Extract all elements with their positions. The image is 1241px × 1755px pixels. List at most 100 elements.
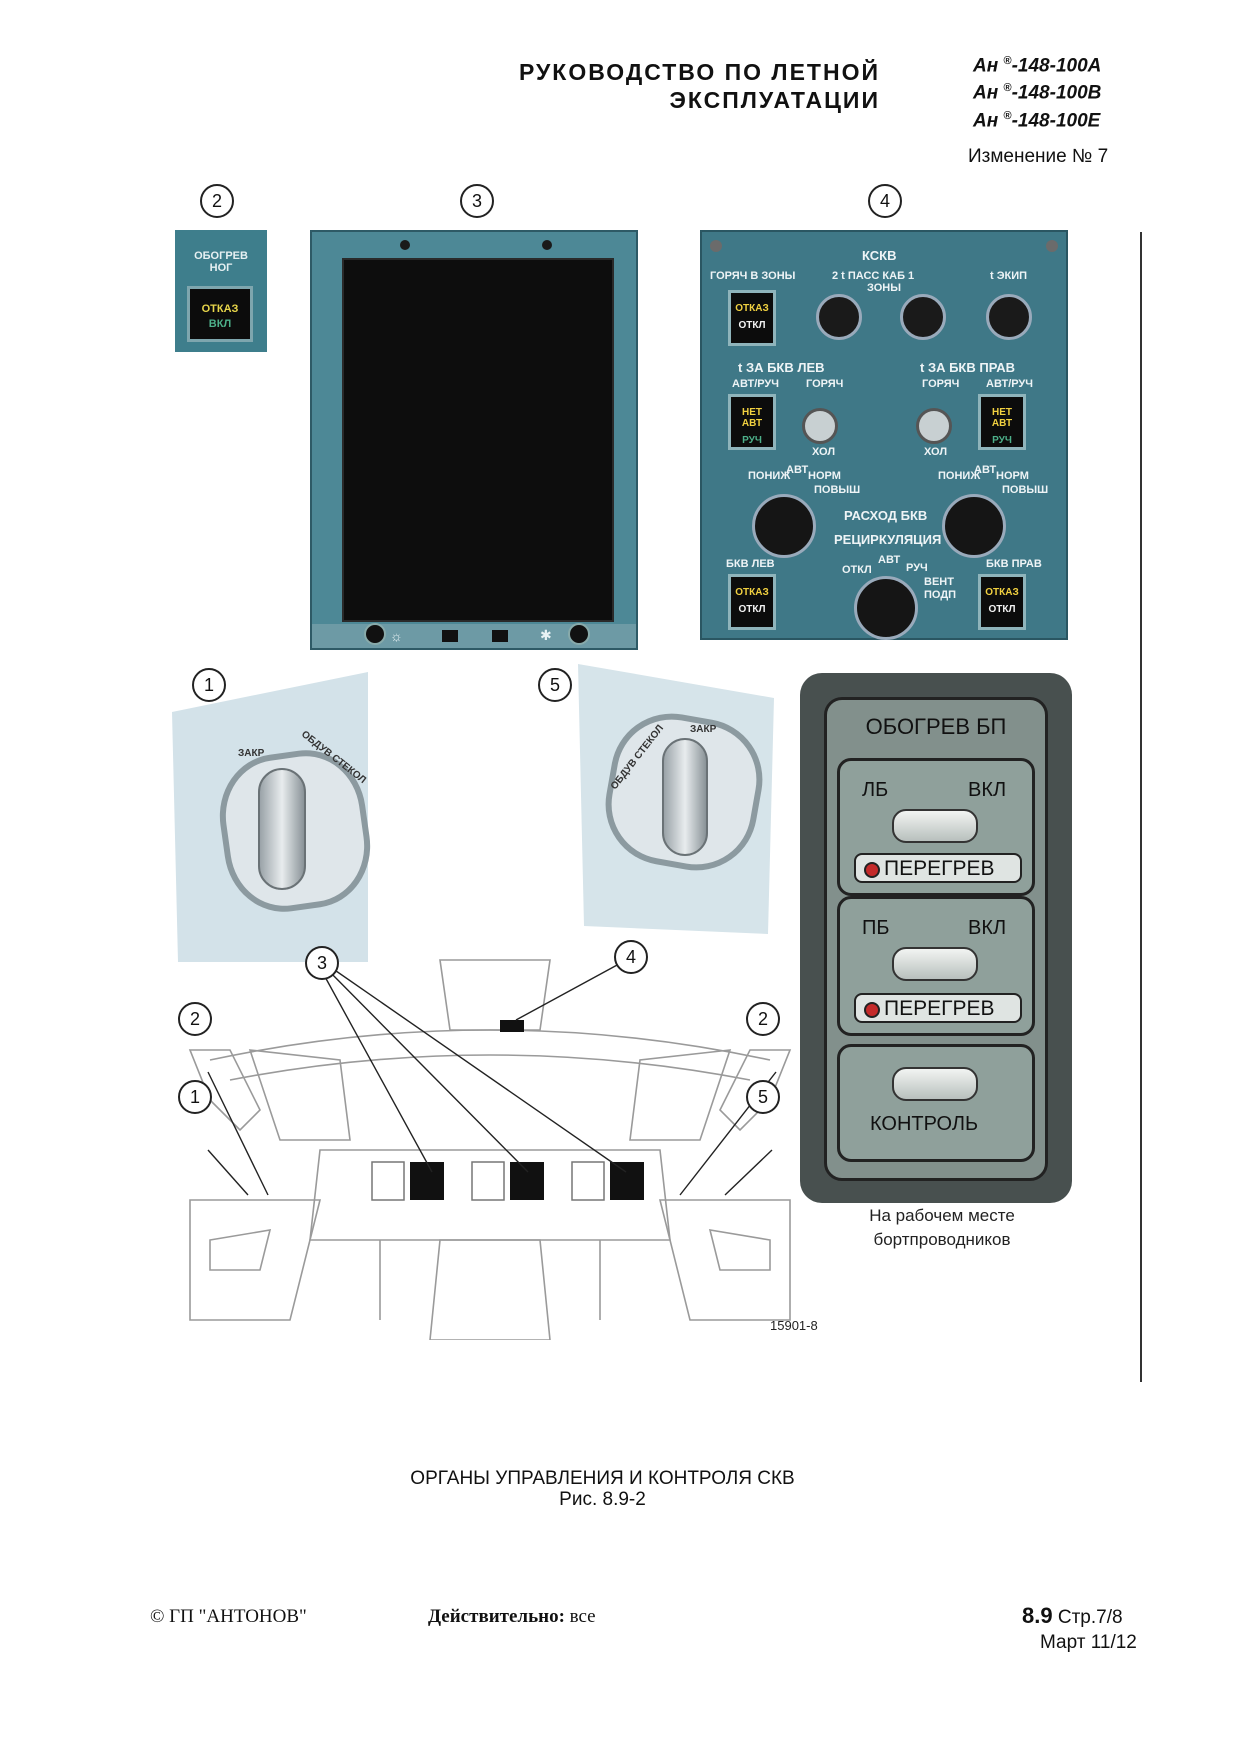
hot-label: ГОРЯЧ [806,378,844,390]
screw-icon [1046,240,1058,252]
bkv-right-switch[interactable]: ОТКАЗ ОТКЛ [978,574,1026,630]
control-label: КОНТРОЛЬ [870,1113,979,1135]
auto-label: АВТ [786,464,809,476]
screw-icon [542,240,552,250]
cold-label: ХОЛ [924,446,948,458]
manual-label: РУЧ [906,562,928,574]
display-unit: ☼ ✱ [310,230,638,650]
nose-heat-panel: ОБОГРЕВ НОГ ОТКАЗ ВКЛ [175,230,267,352]
valve-5-closed-label: ЗАКР [690,724,717,735]
zones-label: ЗОНЫ [867,282,902,294]
lb-overheat-indicator: ПЕРЕГРЕВ [854,853,1022,883]
crew-temp-knob[interactable] [986,294,1032,340]
kskv-panel: КСКВ ГОРЯЧ В ЗОНЫ 2 t ПАСС КАБ 1 ЗОНЫ t … [700,230,1068,640]
bkv-right-label: БКВ ПРАВ [986,558,1042,570]
up-button[interactable] [492,630,508,642]
document-title: РУКОВОДСТВО ПО ЛЕТНОЙ ЭКСПЛУАТАЦИИ [460,58,880,114]
figure-number: 15901-8 [770,1318,818,1333]
lb-label: ЛБ [862,779,889,801]
on-label: ВКЛ [968,917,1007,939]
switch-on-label: ВКЛ [208,318,232,330]
zone1-temp-knob[interactable] [900,294,946,340]
figure-caption-title: ОРГАНЫ УПРАВЛЕНИЯ И КОНТРОЛЯ СКВ [410,1468,795,1489]
zone2-temp-knob[interactable] [816,294,862,340]
pb-overheat-indicator: ПЕРЕГРЕВ [854,993,1022,1023]
callout-1: 1 [178,1080,212,1114]
right-flow-selector[interactable] [942,494,1006,558]
right-bkv-temp-title: t ЗА БКВ ПРАВ [920,360,1016,375]
nose-heat-label: ОБОГРЕВ НОГ [194,250,248,274]
left-bkv-temp-title: t ЗА БКВ ЛЕВ [738,360,825,375]
hot-zones-label: ГОРЯЧ В ЗОНЫ [710,270,796,282]
valve-5-handle[interactable] [662,738,708,856]
figure-caption: ОРГАНЫ УПРАВЛЕНИЯ И КОНТРОЛЯ СКВ Рис. 8.… [350,1468,855,1510]
callout-3: 3 [305,946,339,980]
off-label: ОТКЛ [842,564,872,576]
callout-2: 2 [178,1002,212,1036]
valve-1-closed-label: ЗАКР [238,748,265,759]
document-title-line1: РУКОВОДСТВО ПО ЛЕТНОЙ [518,59,880,85]
raise-label: ПОВЫШ [814,484,861,496]
norm-label: НОРМ [996,470,1029,482]
auto-label: АВТ [878,554,901,566]
heat-bp-inner: ОБОГРЕВ БП ЛБ ВКЛ ПЕРЕГРЕВ ПБ ВКЛ ПЕРЕГР… [824,697,1048,1181]
callout-5: 5 [538,668,572,702]
control-group: КОНТРОЛЬ [837,1044,1035,1162]
hot-zones-switch[interactable]: ОТКАЗ ОТКЛ [728,290,776,346]
auto-manual-label: АВТ/РУЧ [732,378,780,390]
change-number: Изменение № 7 [968,146,1109,167]
callout-5: 5 [746,1080,780,1114]
left-temp-toggle[interactable] [802,408,838,444]
aircraft-models: Ан ®-148-100А Ан ®-148-100В Ан ®-148-100… [973,50,1101,132]
left-flow-selector[interactable] [752,494,816,558]
cold-label: ХОЛ [812,446,836,458]
bkv-left-switch[interactable]: ОТКАЗ ОТКЛ [728,574,776,630]
footer-validity: Действительно: все [428,1606,596,1627]
crew-temp-label: t ЭКИП [990,270,1028,282]
footer-date: Март 11/12 [1040,1632,1137,1653]
raise-label: ПОВЫШ [1002,484,1049,496]
overheat-led-icon [864,1002,880,1018]
callout-2: 2 [200,184,234,218]
nose-heat-switch[interactable]: ОТКАЗ ВКЛ [187,286,253,342]
recirc-selector[interactable] [854,576,918,640]
hot-label: ГОРЯЧ [922,378,960,390]
kskv-title: КСКВ [862,248,897,263]
lower-label: ПОНИЖ [938,470,981,482]
revision-bar [1140,232,1142,1382]
contrast-knob[interactable] [568,623,590,645]
pb-on-button[interactable] [892,947,978,981]
model-item: Ан ®-148-100А [973,55,1102,77]
right-auto-manual-switch[interactable]: НЕТ АВТ РУЧ [978,394,1026,450]
switch-fail-label: ОТКАЗ [201,303,239,315]
display-bezel-controls: ☼ ✱ [312,623,636,648]
auto-manual-label: АВТ/РУЧ [986,378,1034,390]
callout-2: 2 [746,1002,780,1036]
lower-label: ПОНИЖ [748,470,791,482]
on-label: ВКЛ [968,779,1007,801]
flow-label: РАСХОД БКВ [844,508,928,523]
left-auto-manual-switch[interactable]: НЕТ АВТ РУЧ [728,394,776,450]
lb-on-button[interactable] [892,809,978,843]
model-item: Ан ®-148-100В [973,82,1102,104]
callout-4: 4 [868,184,902,218]
footer-copyright: © ГП "АНТОНОВ" [150,1606,307,1627]
recirc-label: РЕЦИРКУЛЯЦИЯ [834,532,942,547]
control-button[interactable] [892,1067,978,1101]
pb-group: ПБ ВКЛ ПЕРЕГРЕВ [837,896,1035,1036]
pass-cabin-label: 2 t ПАСС КАБ 1 [832,270,915,282]
sun-icon: ☼ [390,628,403,644]
boost-label: ПОДП [924,589,957,601]
callout-3: 3 [460,184,494,218]
footer-page: 8.9 Стр.7/8 [1022,1603,1123,1628]
brightness-knob[interactable] [364,623,386,645]
heat-bp-panel: ОБОГРЕВ БП ЛБ ВКЛ ПЕРЕГРЕВ ПБ ВКЛ ПЕРЕГР… [800,673,1072,1203]
valve-1-handle[interactable] [258,768,306,890]
right-temp-toggle[interactable] [916,408,952,444]
document-title-line2: ЭКСПЛУАТАЦИИ [669,87,880,113]
pb-label: ПБ [862,917,890,939]
callout-4: 4 [614,940,648,974]
cockpit-diagram [188,957,792,1340]
vent-label: ВЕНТ [924,576,954,588]
up-button[interactable] [442,630,458,642]
